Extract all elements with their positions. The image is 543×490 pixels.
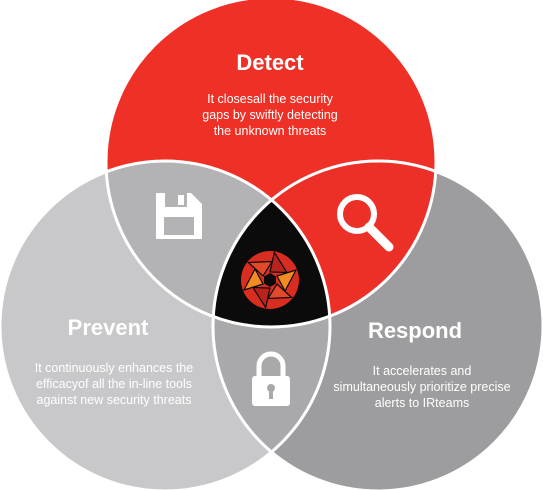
- padlock-icon: [252, 351, 290, 406]
- shutter-logo-icon: [241, 250, 299, 310]
- detect-desc-line-2: gaps by swiftly detecting: [202, 108, 338, 122]
- shutter-blade: [242, 267, 264, 292]
- shutter-blade: [266, 283, 294, 300]
- respond-desc-line-1: It accelerates and: [373, 364, 472, 378]
- respond-desc-line-2: simultaneously prioritize precise: [333, 380, 510, 394]
- shutter-blade: [251, 286, 271, 310]
- prevent-desc-line-1: It continuously enhances the: [35, 361, 193, 375]
- prevent-desc-line-3: against new security threats: [37, 393, 192, 407]
- respond-desc-line-3: alerts to IRteams: [375, 396, 469, 410]
- shutter-blade: [269, 250, 289, 274]
- floppy-disk-icon: [156, 193, 202, 239]
- prevent-title: Prevent: [68, 315, 149, 340]
- respond-title: Respond: [368, 318, 462, 343]
- center-overlap: [213, 161, 330, 327]
- magnifier-icon: [337, 194, 394, 252]
- detect-title: Detect: [236, 50, 304, 75]
- prevent-desc-line-2: efficacyof all the in-line tools: [36, 377, 192, 391]
- detect-desc-line-1: It closesall the security: [207, 92, 333, 106]
- shutter-blade: [246, 260, 274, 277]
- detect-desc-line-3: the unknown threats: [214, 124, 327, 138]
